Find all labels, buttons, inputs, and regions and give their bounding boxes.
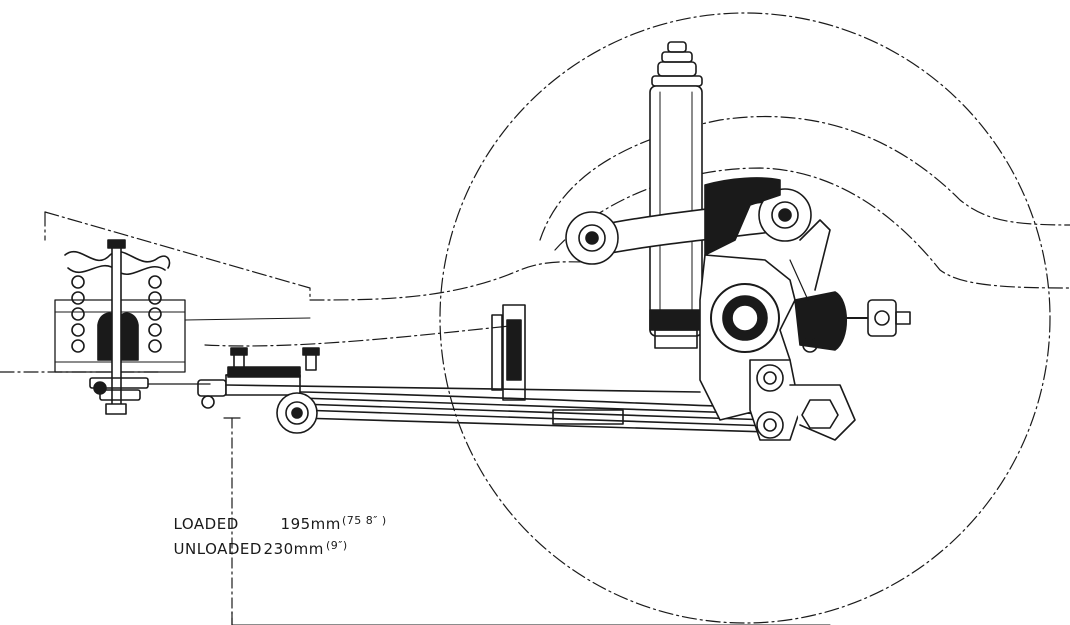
wheel-outline <box>439 12 1051 624</box>
coil-spring <box>64 250 171 361</box>
dimension-lines <box>223 417 831 625</box>
unloaded-metric: 230mm <box>263 540 324 558</box>
spring-bolt <box>105 239 127 415</box>
shock-absorber <box>649 41 703 349</box>
leaf-spring <box>225 384 771 433</box>
axle-bracket <box>491 304 526 401</box>
loaded-imperial: (75 8″ ) <box>342 514 387 527</box>
rear-shackle <box>749 359 856 441</box>
unloaded-label: UNLOADED <box>163 522 262 558</box>
loaded-metric: 195mm <box>280 515 341 533</box>
loaded-label: LOADED <box>163 497 239 533</box>
mounting-plate <box>89 377 211 401</box>
unloaded-name: UNLOADED <box>173 540 262 558</box>
unloaded-imperial: (9″) <box>326 539 348 552</box>
loaded-name: LOADED <box>173 515 239 533</box>
front-eye <box>276 392 318 434</box>
frame-box <box>54 299 311 373</box>
damper-link <box>789 219 831 301</box>
